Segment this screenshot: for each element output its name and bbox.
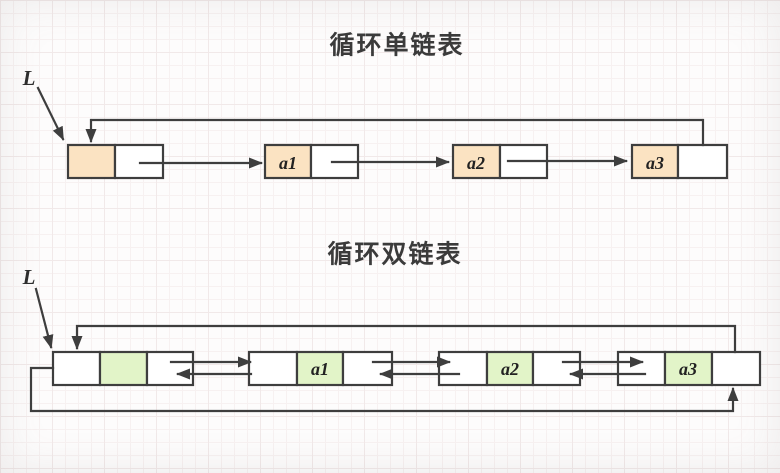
singly-head-node <box>66 143 165 180</box>
doubly-l-pointer-arrow <box>34 287 54 349</box>
doubly-a3-data-cell <box>663 350 714 387</box>
singly-node-a2: a2 <box>451 143 549 180</box>
singly-head-data-cell <box>66 143 117 180</box>
doubly-head-prev-cell <box>51 350 102 387</box>
singly-title: 循环单链表 <box>329 31 464 60</box>
doubly-a2-data-cell <box>485 350 535 387</box>
doubly-circular-next-link-tail-to-head <box>71 324 737 354</box>
doubly-a1-prev-cell <box>247 350 299 387</box>
doubly-head-pointer-label: L <box>22 265 36 289</box>
doubly-head-node <box>51 350 195 387</box>
doubly-a1-next-cell <box>341 350 394 387</box>
singly-a2-label: a2 <box>467 153 485 173</box>
doubly-circular-prev-link-head-to-tail <box>29 366 739 413</box>
singly-circular-back-link <box>85 118 705 147</box>
doubly-a3-prev-cell <box>616 350 667 387</box>
singly-a1-label: a1 <box>279 153 297 173</box>
doubly-a3-label: a3 <box>679 359 697 379</box>
doubly-circular-linked-list: 循环双链表 L a1 a2 a3 <box>22 240 762 413</box>
singly-head-next-cell <box>113 143 165 180</box>
doubly-a1-data-cell <box>295 350 345 387</box>
singly-a1-data-cell <box>263 143 313 180</box>
doubly-node-a3: a3 <box>616 350 762 387</box>
doubly-a2-next-cell <box>531 350 582 387</box>
doubly-head-next-cell <box>145 350 195 387</box>
singly-node-a3: a3 <box>630 143 729 180</box>
singly-node-a1: a1 <box>263 143 360 180</box>
singly-a3-label: a3 <box>646 153 664 173</box>
singly-head-pointer-label: L <box>22 66 36 90</box>
doubly-a2-prev-cell <box>437 350 489 387</box>
doubly-node-a1: a1 <box>247 350 394 387</box>
singly-a3-next-cell <box>676 143 729 180</box>
doubly-a2-label: a2 <box>501 359 519 379</box>
singly-l-pointer-arrow <box>36 86 65 141</box>
singly-circular-linked-list: 循环单链表 L a1 a2 a3 <box>22 31 729 180</box>
doubly-node-a2: a2 <box>437 350 582 387</box>
doubly-title: 循环双链表 <box>327 240 462 269</box>
doubly-head-data-cell <box>98 350 149 387</box>
doubly-a1-label: a1 <box>311 359 329 379</box>
doubly-a3-next-cell <box>710 350 762 387</box>
